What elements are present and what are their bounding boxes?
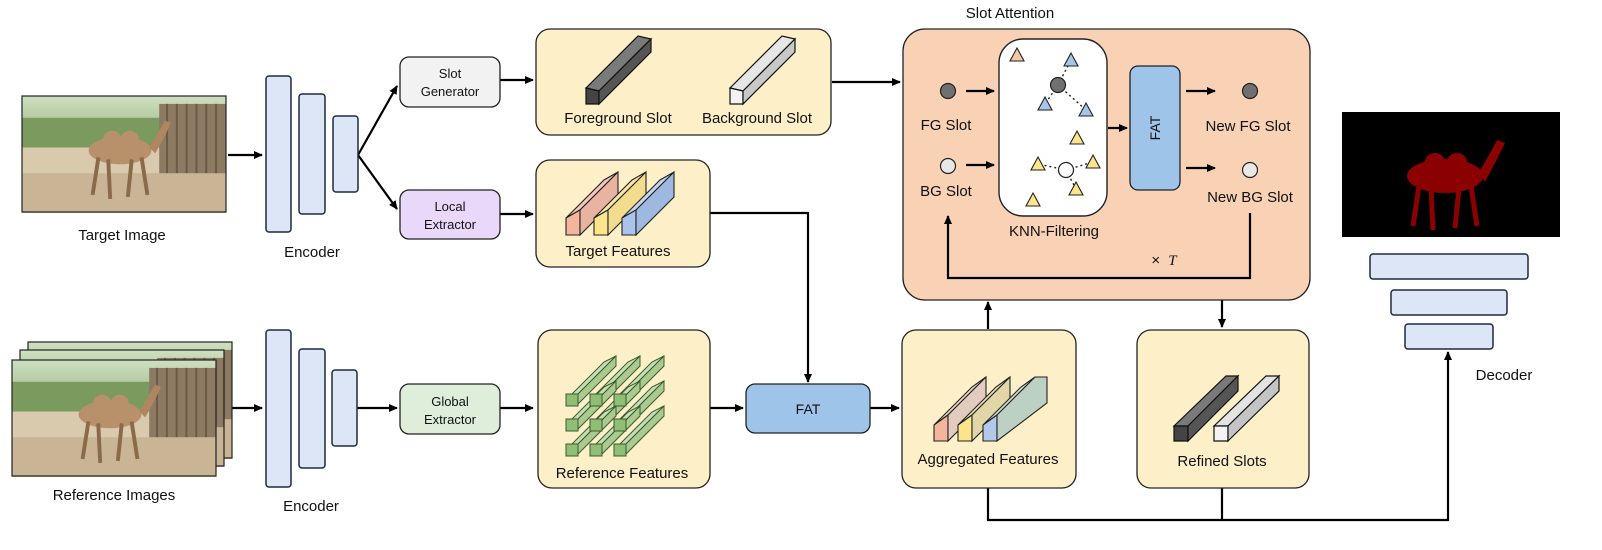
encoder-bottom	[265, 329, 358, 488]
knn-filtering-label: KNN-Filtering	[1009, 223, 1099, 240]
fg-slot-dot	[939, 82, 957, 100]
global-extractor-line1: Global	[431, 394, 469, 409]
decoder	[1369, 253, 1529, 350]
knn-filtering-box	[998, 38, 1108, 217]
aggregated-features-panel: Aggregated Features	[901, 329, 1077, 489]
reference-features-label: Reference Features	[556, 465, 689, 482]
slot-attention-module: Slot Attention FG Slot BG Slot	[902, 5, 1311, 301]
local-extractor-line2: Extractor	[424, 217, 477, 232]
connector-arrows	[228, 76, 1452, 522]
reference-images-stack	[10, 340, 234, 479]
foreground-slot-prism	[584, 35, 653, 106]
fat-inner-box: FAT	[1129, 65, 1181, 191]
iteration-prefix: ×	[1151, 252, 1160, 269]
refined-slots-label: Refined Slots	[1177, 453, 1266, 470]
iteration-label: × T	[1151, 252, 1178, 269]
fg-slot-label: FG Slot	[921, 117, 973, 134]
new-fg-slot-dot	[1241, 82, 1259, 100]
fat-main-box: FAT	[745, 383, 871, 434]
slot-generator-line2: Generator	[421, 84, 480, 99]
local-extractor-line1: Local	[434, 199, 465, 214]
new-bg-slot-dot	[1241, 161, 1259, 179]
reference-features-panel: Reference Features	[537, 329, 711, 489]
global-extractor-box: Global Extractor	[399, 383, 501, 435]
new-bg-slot-label: New BG Slot	[1207, 189, 1294, 206]
target-features-panel: Target Features	[535, 159, 711, 268]
decoder-label: Decoder	[1476, 367, 1533, 384]
target-image-label: Target Image	[78, 227, 166, 244]
background-slot-prism	[728, 35, 797, 106]
slot-generator-line1: Slot	[439, 66, 462, 81]
fat-main-label: FAT	[796, 401, 821, 417]
new-fg-slot-label: New FG Slot	[1205, 118, 1291, 135]
slots-panel: Foreground Slot Background Slot	[535, 28, 832, 136]
target-image	[20, 94, 228, 215]
aggregated-features-label: Aggregated Features	[918, 451, 1059, 468]
output-mask	[1342, 112, 1560, 237]
background-slot-label: Background Slot	[702, 110, 813, 127]
global-extractor-line2: Extractor	[424, 412, 477, 427]
bg-slot-dot	[939, 157, 957, 175]
slot-attention-title: Slot Attention	[966, 5, 1054, 22]
encoder-top-label: Encoder	[284, 244, 340, 261]
encoder-bottom-label: Encoder	[283, 498, 339, 515]
reference-feature-cubes	[565, 354, 665, 457]
local-extractor-box: Local Extractor	[399, 189, 501, 240]
slot-generator-box: Slot Generator	[399, 56, 501, 108]
reference-images-label: Reference Images	[53, 487, 176, 504]
fat-inner-label: FAT	[1147, 115, 1163, 140]
encoder-top	[265, 75, 359, 233]
iteration-variable: T	[1168, 253, 1178, 269]
refined-slots-panel: Refined Slots	[1136, 329, 1310, 489]
target-features-label: Target Features	[565, 243, 670, 260]
foreground-slot-label: Foreground Slot	[564, 110, 672, 127]
bg-slot-label: BG Slot	[920, 183, 973, 200]
